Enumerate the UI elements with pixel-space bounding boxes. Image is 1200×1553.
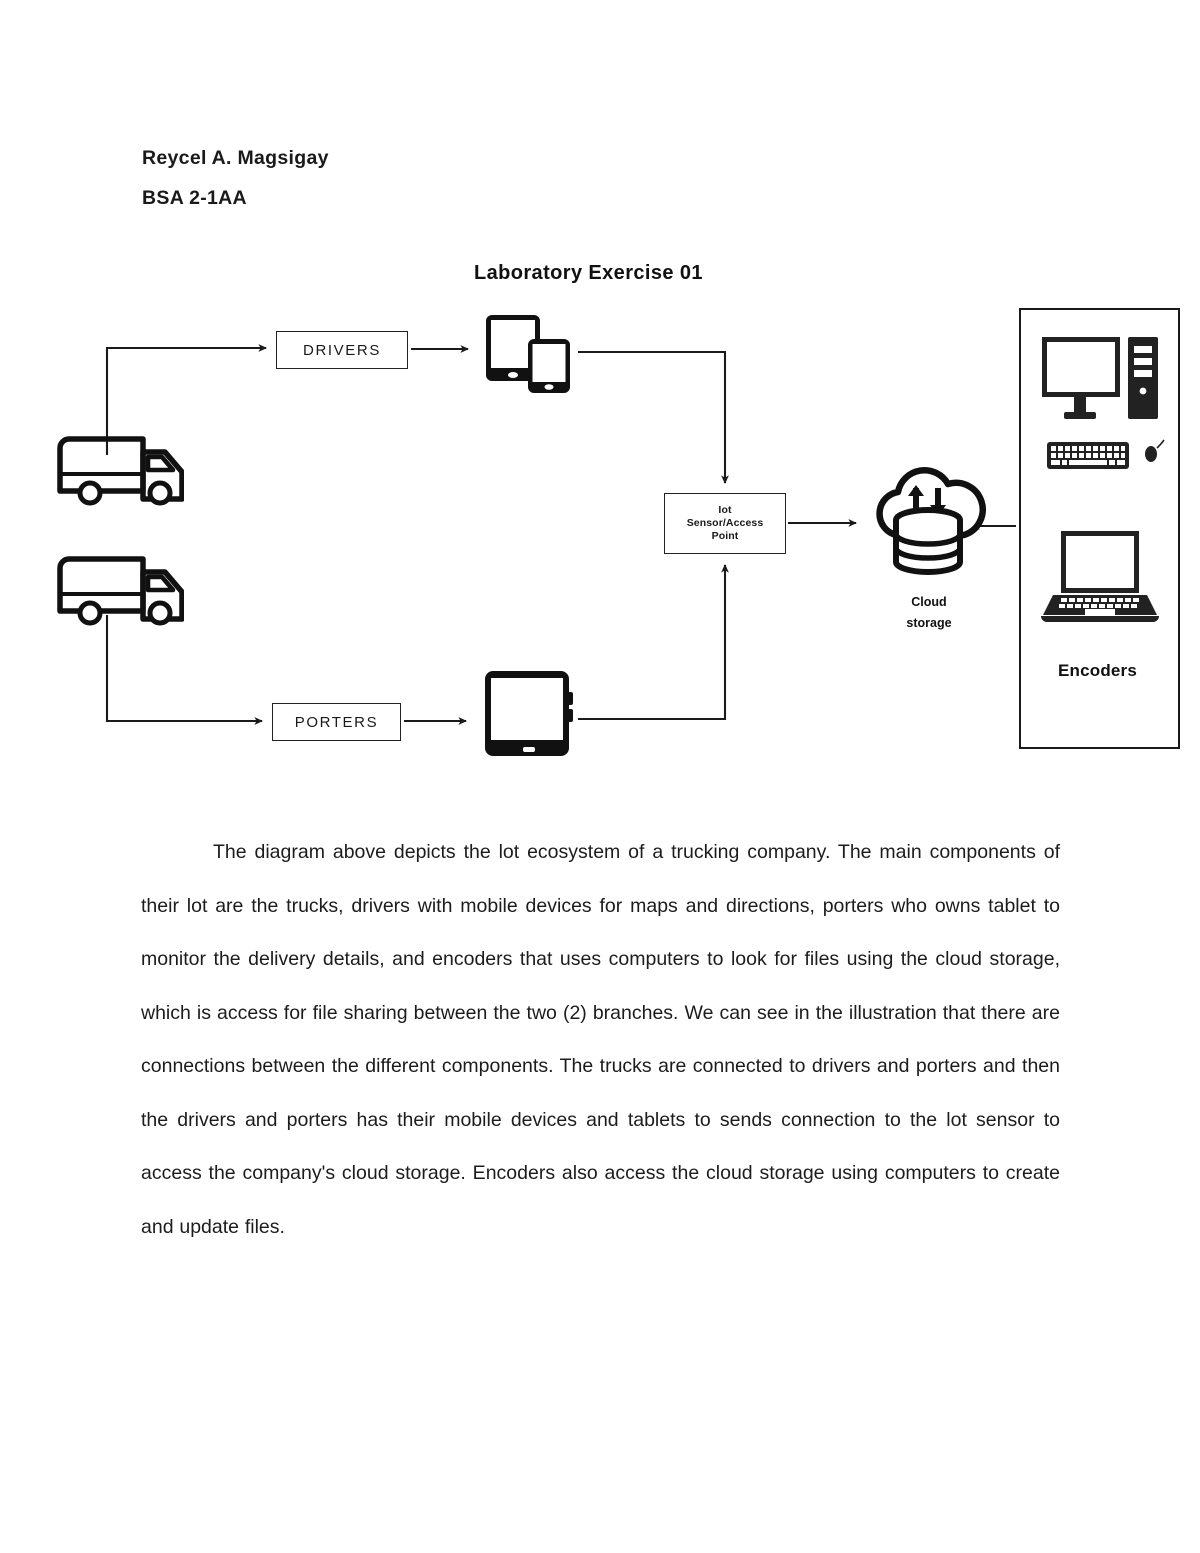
iot-line-2: Sensor/Access: [686, 517, 764, 529]
iot-sensor-node: Iot Sensor/Access Point: [664, 493, 786, 554]
cloud-label-line-2: storage: [906, 616, 952, 630]
encoders-label: Encoders: [1057, 661, 1138, 680]
truck-icon: [52, 550, 184, 630]
laptop-icon: [1039, 529, 1161, 627]
section-code: BSA 2-1AA: [142, 187, 247, 209]
iot-line-1: Iot: [718, 504, 732, 516]
iot-ecosystem-diagram: DRIVERS PORTERS Iot Sensor/Access: [0, 295, 1200, 770]
page-title: Laboratory Exercise 01: [474, 262, 703, 284]
connector-truck-bottom-to-porters: [105, 615, 264, 725]
tablet-icon: [482, 668, 576, 762]
body-paragraph: The diagram above depicts the lot ecosys…: [141, 841, 1060, 1238]
student-header: Reycel A. Magsigay BSA 2-1AA: [142, 138, 842, 218]
desktop-computer-icon: [1040, 335, 1160, 431]
tablet-and-phone-icon: [484, 313, 576, 395]
connector-truck-top-to-drivers: [105, 344, 268, 455]
diagram-connectors: [105, 344, 1016, 725]
cloud-storage-label: Cloud storage: [879, 592, 979, 634]
porters-node: PORTERS: [272, 703, 401, 741]
keyboard-icon: [1046, 440, 1130, 472]
connector-tablet-to-iot: [578, 563, 729, 721]
cloud-label-line-1: Cloud: [911, 595, 947, 609]
truck-icon: [52, 430, 184, 510]
author-name: Reycel A. Magsigay: [142, 147, 329, 169]
drivers-node: DRIVERS: [276, 331, 408, 369]
connector-devices-to-iot: [578, 350, 729, 485]
iot-line-3: Point: [711, 530, 739, 542]
cloud-database-icon: [866, 465, 992, 587]
mouse-icon: [1140, 438, 1166, 464]
